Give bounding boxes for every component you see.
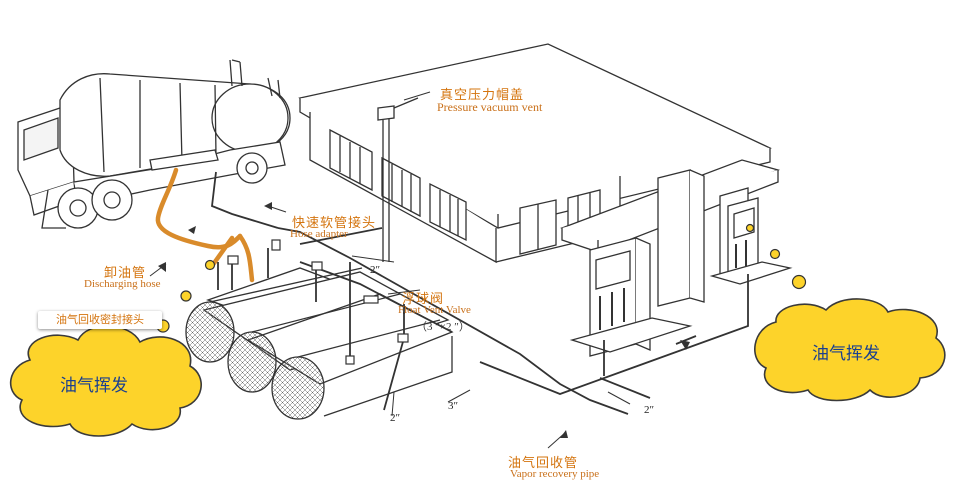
vapor-dot	[180, 290, 192, 302]
seal-connector-callout: 油气回收密封接头	[38, 311, 162, 329]
float-vent-label-cn: 浮球阀	[402, 292, 445, 307]
vapor-cloud-left-text: 油气挥发	[60, 376, 128, 396]
vent-pipe	[377, 97, 419, 262]
vapor-cloud-right	[754, 298, 946, 402]
hose-adapter-label-en: Hose adapter	[290, 228, 348, 240]
dimension-label: 2″	[644, 404, 655, 416]
dimension-arrows	[149, 91, 631, 449]
canopy-and-dispensers	[560, 159, 793, 357]
station-building	[298, 43, 772, 264]
storage-tanks	[185, 267, 454, 420]
vapor-pipe-label-cn: 油气回收管	[508, 456, 579, 471]
vapor-points	[156, 223, 807, 333]
float-vent-label-en: Float Vent Valve	[398, 304, 471, 316]
discharging-hoses	[155, 167, 255, 283]
pressure-vent-label-cn: 真空压力帽盖	[440, 88, 525, 103]
pressure-vent-label-en: Pressure vacuum vent	[437, 100, 543, 114]
vapor-dot	[769, 248, 781, 260]
flow-arrows	[158, 202, 690, 438]
tanker-truck	[17, 59, 291, 229]
vapor-pipe-label-en: Vapor recovery pipe	[510, 468, 600, 480]
vapor-cloud-right-text: 油气挥发	[812, 344, 880, 364]
vapor-cloud-left	[9, 325, 202, 437]
discharging-hose-label-en: Discharging hose	[84, 278, 161, 290]
discharging-hose-label-cn: 卸油管	[104, 266, 147, 281]
dimension-label: 2″	[370, 264, 381, 276]
hose-adapter-label-cn: 快速软管接头	[292, 216, 377, 231]
dimension-label: 3″	[448, 400, 459, 412]
vapor-dot	[745, 223, 755, 233]
vapor-dot	[204, 259, 216, 271]
vapor-dot	[791, 274, 807, 290]
float-vent-size: （3 ″×2 ″）	[416, 321, 470, 333]
pipe-fittings	[227, 239, 409, 365]
dimension-label: 2″	[390, 412, 401, 424]
